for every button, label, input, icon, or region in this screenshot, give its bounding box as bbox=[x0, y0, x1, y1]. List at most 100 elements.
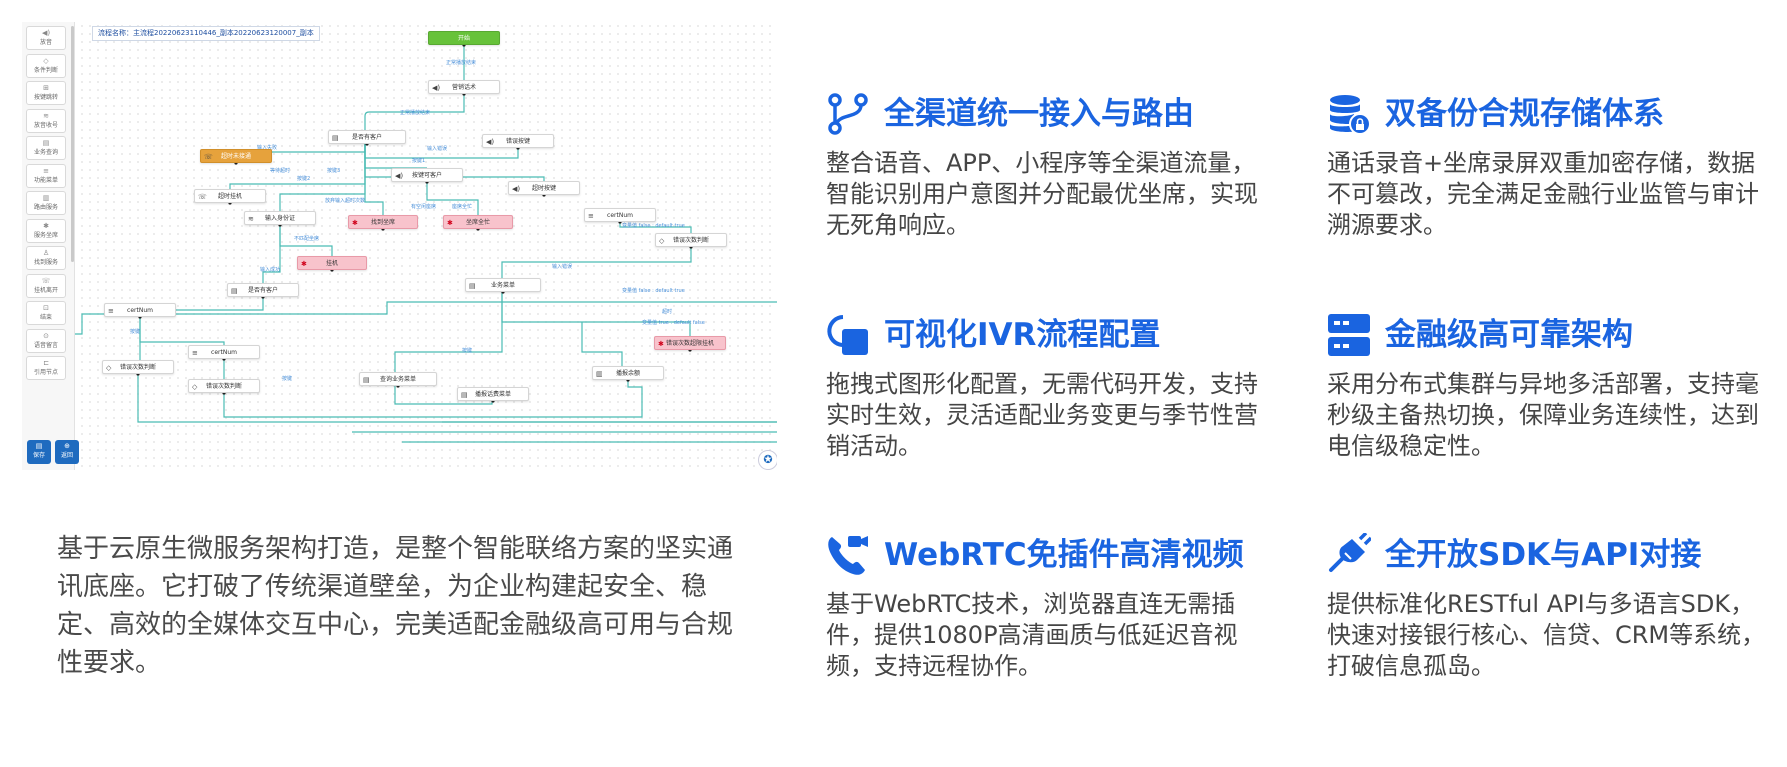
flow-node-label: 超时未接通 bbox=[220, 153, 251, 160]
palette-scrollbar[interactable] bbox=[71, 26, 74, 262]
flow-node-label: 输入身份证 bbox=[264, 215, 295, 222]
palette-tool-label: 按键跳转 bbox=[33, 94, 58, 101]
save-icon: ▤ bbox=[35, 442, 43, 450]
feature-desc: 整合语音、APP、小程序等全渠道流量，智能识别用户意图并分配最优坐席，实现无死角… bbox=[826, 149, 1258, 239]
flow-node[interactable]: ◀)营销话术 bbox=[428, 80, 500, 94]
edge-label: 等待超时 bbox=[270, 167, 290, 174]
flow-node[interactable]: ≡certNum bbox=[584, 208, 656, 222]
node-type-icon: ✱ bbox=[301, 260, 307, 268]
flow-node[interactable]: ◀)按键可客户 bbox=[391, 168, 463, 182]
lightbulb-icon[interactable]: ✪ bbox=[758, 450, 777, 470]
feature-desc: 提供标准化RESTful API与多语言SDK，快速对接银行核心、信贷、CRM等… bbox=[1327, 590, 1766, 680]
search-icon: ▤ bbox=[42, 139, 50, 147]
flow-node[interactable]: ≡certNum bbox=[188, 345, 260, 359]
flow-node[interactable]: ▤业务菜单 bbox=[465, 278, 541, 292]
edge-label: 按键 bbox=[462, 347, 472, 354]
node-type-icon: ◀) bbox=[512, 185, 521, 193]
flow-node-label: 错误次数判断 bbox=[205, 383, 242, 390]
edge-label: 输入成功 bbox=[260, 266, 280, 273]
palette-tool[interactable]: ⊞按键跳转 bbox=[26, 81, 66, 105]
database-lock-icon bbox=[1330, 95, 1371, 135]
edge-label: 按键 bbox=[282, 375, 292, 382]
intro-paragraph: 基于云原生微服务架构打造，是整个智能联络方案的坚实通讯底座。它打破了传统渠道壁垒… bbox=[57, 534, 734, 678]
palette-tool[interactable]: ▥路由服务 bbox=[26, 191, 66, 215]
palette-tool-label: 引用节点 bbox=[33, 369, 58, 376]
video-call-icon bbox=[828, 536, 868, 575]
flow-node-label: 错误次数超限挂机 bbox=[665, 340, 714, 347]
node-type-icon: ◀) bbox=[395, 172, 404, 180]
edge-label: 输入错误 bbox=[427, 145, 447, 152]
flow-node[interactable]: ▤是否有客户 bbox=[227, 283, 299, 297]
flow-edge bbox=[139, 317, 225, 345]
flow-node[interactable]: ≡certNum bbox=[104, 303, 176, 317]
user-icon: ♙ bbox=[42, 249, 50, 257]
node-type-icon: ≡ bbox=[588, 212, 594, 220]
palette-tool[interactable]: ▤业务查询 bbox=[26, 136, 66, 160]
flow-node[interactable]: ◀)超时按键 bbox=[508, 181, 580, 195]
branch-icon: ◇ bbox=[43, 56, 49, 65]
flow-node[interactable]: ◇错误次数判断 bbox=[102, 360, 174, 374]
edge-label: 放弃输入超时次数 bbox=[325, 197, 365, 204]
palette-tool-label: 条件判断 bbox=[33, 66, 58, 74]
node-type-icon: ▤ bbox=[363, 376, 370, 384]
flow-node[interactable]: ☏ 超时未接通 bbox=[200, 149, 272, 163]
flow-node[interactable]: ◇错误次数判断 bbox=[188, 379, 260, 393]
edge-label: 正常播放结束 bbox=[400, 109, 430, 116]
node-type-icon: ◇ bbox=[659, 237, 665, 245]
edge-label: 正常播放结束 bbox=[446, 59, 476, 66]
flow-node[interactable]: 开始 bbox=[428, 31, 500, 45]
node-type-icon: ☏ bbox=[204, 153, 213, 161]
visual-flow-icon bbox=[827, 315, 868, 355]
flow-edge bbox=[501, 247, 692, 278]
flow-node[interactable]: ▤查询业务菜单 bbox=[359, 372, 437, 386]
palette-tool[interactable]: ≋放音收号 bbox=[26, 108, 66, 133]
node-type-icon: ▤ bbox=[231, 287, 238, 295]
voicemail-icon: ⊙ bbox=[43, 331, 49, 340]
palette-tool-label: 放音收号 bbox=[33, 121, 58, 129]
edge-label: 按键2 bbox=[297, 175, 310, 182]
edge-label: 按键3 bbox=[327, 167, 340, 174]
node-palette: ◀)放音 ◇条件判断 ⊞按键跳转 ≋放音收号 ▤业务查询 ≡功能菜单 ▥路由服务 ✱服务坐席 ♙… bbox=[22, 22, 75, 470]
flow-node[interactable]: ≋输入身份证 bbox=[244, 211, 316, 225]
back-button[interactable]: ⊕ 返回 bbox=[55, 440, 79, 464]
edge-label: 输入失败 bbox=[257, 144, 277, 151]
node-type-icon: ☏ bbox=[198, 193, 207, 201]
palette-tool[interactable]: ≡功能菜单 bbox=[26, 163, 66, 188]
flow-node[interactable]: ✱挂机 bbox=[297, 256, 367, 270]
flow-node[interactable]: ☏超时挂机 bbox=[194, 189, 266, 203]
flow-node[interactable]: ✱坐席全忙 bbox=[443, 215, 513, 229]
save-button[interactable]: ▤ 保存 bbox=[27, 440, 51, 464]
edge-label: 有空闲座席 bbox=[411, 203, 436, 210]
palette-tool[interactable]: ◇条件判断 bbox=[26, 53, 66, 78]
flow-node[interactable]: ◇错误次数判断 bbox=[655, 233, 727, 247]
feature-title: 全渠道统一接入与路由 bbox=[884, 96, 1194, 132]
palette-tool-label: 挂机离开 bbox=[33, 286, 58, 294]
palette-tool[interactable]: ⊏引用节点 bbox=[26, 356, 66, 380]
palette-tool[interactable]: ⊡结束 bbox=[26, 301, 66, 325]
palette-tool[interactable]: ☏挂机离开 bbox=[26, 273, 66, 298]
end-icon: ⊡ bbox=[43, 304, 49, 312]
palette-tool[interactable]: ⊙语音留言 bbox=[26, 328, 66, 353]
node-type-icon: ✱ bbox=[658, 340, 664, 348]
node-type-icon: ▤ bbox=[332, 134, 339, 142]
flow-node[interactable]: ▤播报话费菜单 bbox=[457, 387, 529, 401]
palette-tool[interactable]: ✱服务坐席 bbox=[26, 218, 66, 243]
flow-edge bbox=[262, 225, 281, 283]
flow-node[interactable]: ▥播报余额 bbox=[592, 366, 664, 380]
flow-node-label: 开始 bbox=[457, 35, 470, 42]
flow-edge bbox=[223, 380, 643, 418]
palette-tool[interactable]: ◀)放音 bbox=[26, 26, 66, 50]
flow-node[interactable]: ◀)错误按键 bbox=[482, 134, 554, 148]
palette-tool[interactable]: ♙找到服务 bbox=[26, 246, 66, 270]
palette-tool-label: 路由服务 bbox=[33, 204, 58, 211]
flow-node-label: certNum bbox=[211, 349, 237, 356]
edge-label: 不匹配坐席 bbox=[294, 235, 319, 242]
flow-node[interactable]: ✱错误次数超限挂机 bbox=[654, 336, 726, 350]
feature-desc: 采用分布式集群与异地多活部署，支持毫秒级主备热切换，保障业务连续性，达到电信级稳… bbox=[1327, 370, 1759, 460]
edge-label: 座席全忙 bbox=[452, 203, 472, 210]
routing-icon bbox=[828, 93, 868, 135]
flow-node[interactable]: ✱找到坐席 bbox=[348, 215, 418, 229]
edge-label: 输入错误 bbox=[552, 263, 572, 270]
flow-node[interactable]: ▤是否有客户 bbox=[328, 130, 406, 144]
